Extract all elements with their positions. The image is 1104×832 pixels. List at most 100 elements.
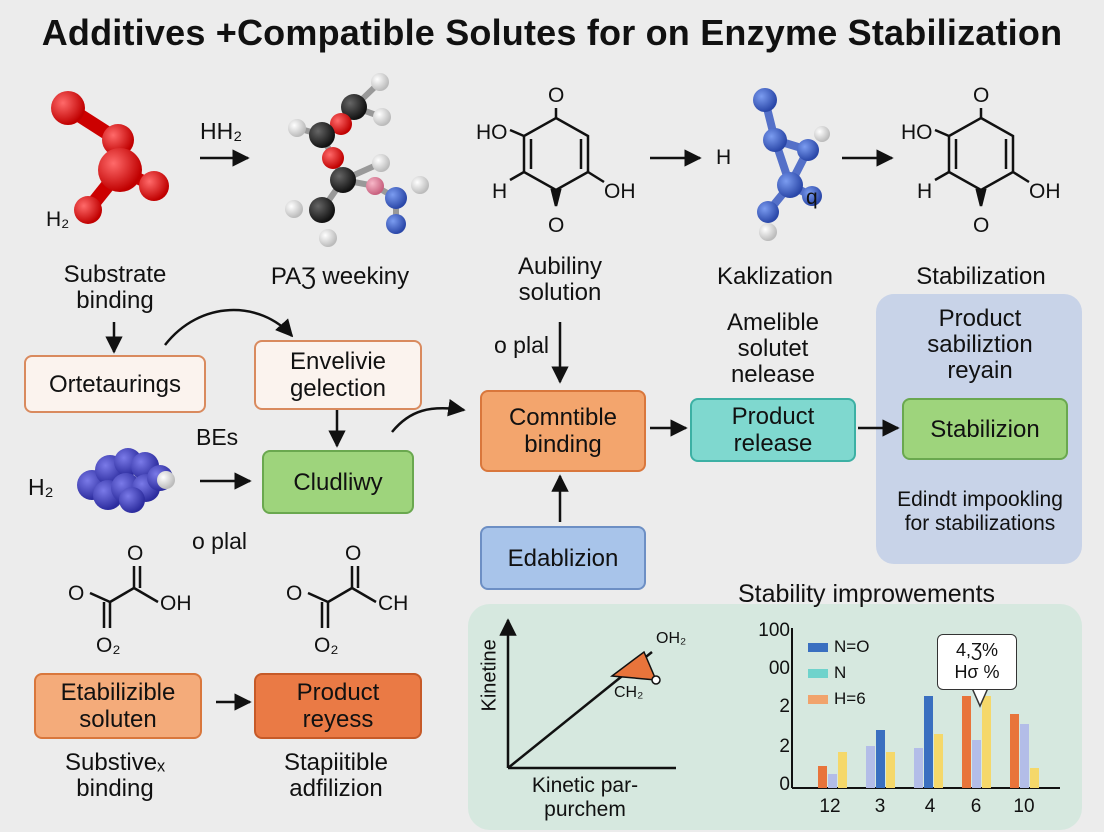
- label-q: q: [806, 186, 818, 209]
- label-ox1-o2: O: [68, 582, 85, 605]
- box-comntible-binding: Comntible binding: [480, 390, 646, 472]
- label-ox2-o2: O: [286, 582, 303, 605]
- caption-product-sabiliztion: Product sabiliztion reyain: [927, 305, 1033, 384]
- label-o-2: O: [973, 84, 990, 107]
- bar-3-s2: [876, 730, 885, 788]
- label-ox1-oh: OH: [160, 592, 192, 615]
- label-hh2: HH₂: [200, 118, 243, 144]
- bar-6-s1: [972, 740, 981, 788]
- legend-swatches: [808, 643, 828, 704]
- callout-text: 4,Ʒ% Hσ %: [954, 640, 1000, 682]
- kinetic-ch2: CH₂: [614, 684, 644, 701]
- label-o-2b: O: [973, 214, 990, 237]
- y-tick-4: 0: [779, 774, 790, 795]
- bar-12-s3: [838, 752, 847, 788]
- box-stabilizion: Stabilizion: [902, 398, 1068, 460]
- label-h2-top: H₂: [46, 208, 70, 231]
- label-oh-1: OH: [604, 180, 636, 203]
- legend-swatch-n-o: [808, 643, 828, 652]
- bar-3-s3: [886, 752, 895, 788]
- label-ox2-o2sub: O₂: [314, 634, 339, 657]
- ball-stick-molecule-icon: [285, 73, 429, 247]
- x-tick-1: 3: [874, 796, 886, 817]
- kinetic-plot: [499, 618, 676, 770]
- label-ox1-o: O: [127, 542, 144, 565]
- bar-10-s1: [1020, 724, 1029, 788]
- bar-series: [818, 696, 1039, 788]
- label-oh-2: OH: [1029, 180, 1061, 203]
- x-tick-4: 10: [1013, 796, 1035, 817]
- box-ortetaurings: Ortetaurings: [24, 355, 206, 413]
- label-ox1-o2sub: O₂: [96, 634, 121, 657]
- label-ox2-o: O: [345, 542, 362, 565]
- label-ho-1: HO: [476, 121, 508, 144]
- box-cludliwry: Cludliwy: [262, 450, 414, 514]
- box-product-release: Product release: [690, 398, 856, 462]
- label-o-plal-2: o plal: [192, 528, 247, 554]
- bar-4-s1: [914, 748, 923, 788]
- blue-molecule-icon: [753, 88, 830, 241]
- box-edablizion: Edablizion: [480, 526, 646, 590]
- callout-pointer: [971, 687, 989, 708]
- x-tick-0: 12: [819, 796, 841, 817]
- label-ox2-ch: CH: [378, 592, 409, 615]
- label-h2-left: H₂: [28, 474, 54, 500]
- label-h-arrow: H: [716, 146, 732, 169]
- y-tick-0: 100: [758, 620, 790, 641]
- label-h-1: H: [492, 180, 508, 203]
- caption-stapiitible: Stapiitible adfilizion: [283, 749, 389, 802]
- label-o-1: O: [548, 84, 565, 107]
- bar-12-s0: [818, 766, 827, 788]
- caption-kaklization: Kaklization: [716, 263, 834, 290]
- purple-cluster-icon: [77, 448, 175, 513]
- label-o-1b: O: [548, 214, 565, 237]
- stability-bar-chart: [791, 628, 1060, 789]
- legend-swatch-h6: [808, 695, 828, 704]
- bar-6-s3: [982, 696, 991, 788]
- caption-substrate-binding: Substrate binding: [63, 261, 167, 314]
- bar-4-s3: [934, 734, 943, 788]
- caption-edindt: Edindt impookling for stabilizations: [897, 488, 1063, 535]
- x-tick-3: 6: [970, 796, 982, 817]
- caption-substivex-binding: Substiveₓ binding: [65, 749, 165, 802]
- bar-4-s2: [924, 696, 933, 788]
- y-tick-2: 2: [779, 696, 790, 717]
- bar-10-s3: [1030, 768, 1039, 788]
- caption-amelible: Amelible solutet nelease: [726, 309, 820, 388]
- bar-6-s0: [962, 696, 971, 788]
- bar-12-s1: [828, 774, 837, 788]
- quinone-structure-1: [509, 108, 605, 207]
- legend-label-h6: H=6: [834, 689, 866, 708]
- x-tick-2: 4: [924, 796, 936, 817]
- oxalate-structure-2: [307, 566, 377, 628]
- box-etabilizible-soluten: Etabilizible soluten: [34, 673, 202, 739]
- kinetic-oh2: OH₂: [656, 630, 687, 647]
- page-title: Additives +Compatible Solutes for on Enz…: [41, 12, 1063, 53]
- box-envelivie: Envelivie gelection: [254, 340, 422, 410]
- y-tick-1: 00: [768, 658, 790, 679]
- bar-10-s0: [1010, 714, 1019, 788]
- caption-pa-weekiny: PAƷ weekiny: [270, 263, 410, 290]
- box-product-reyess: Product reyess: [254, 673, 422, 739]
- red-molecule-icon: [51, 91, 169, 224]
- y-tick-3: 2: [779, 736, 790, 757]
- quinone-structure-2: [934, 108, 1030, 207]
- kinetic-xlabel: Kinetic par- purchem: [531, 774, 639, 821]
- legend-label-n-o: N=O: [834, 637, 870, 656]
- legend-swatch-n: [808, 669, 828, 678]
- label-h-2: H: [917, 180, 933, 203]
- kinetic-ylabel: Kinetine: [478, 639, 501, 712]
- legend-label-n: N: [834, 663, 847, 682]
- oxalate-structure-1: [89, 566, 159, 628]
- caption-stabilization: Stabilization: [916, 263, 1046, 290]
- chart-callout: 4,Ʒ% Hσ %: [937, 634, 1017, 690]
- label-o-plal-1: o plal: [494, 332, 549, 358]
- label-ho-2: HO: [901, 121, 933, 144]
- bar-3-s1: [866, 746, 875, 788]
- caption-aubiliny-solution: Aubiliny solution: [517, 253, 603, 306]
- flow-arrows: [105, 149, 900, 711]
- chart-title: Stability improwements: [738, 580, 996, 608]
- label-bes: BEs: [196, 424, 239, 450]
